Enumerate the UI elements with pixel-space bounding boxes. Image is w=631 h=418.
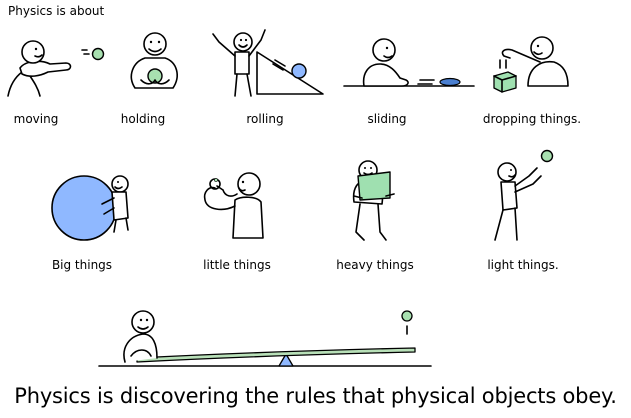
little-things-scene [203,172,264,239]
rolling-ball [291,63,307,79]
big-things-figure [101,175,129,233]
light-things-figure [494,162,542,241]
intro-heading: Physics is about [8,4,105,18]
holding-ball [147,68,163,84]
conclusion-caption: Physics is discovering the rules that ph… [14,384,617,408]
dropping-box [493,71,517,93]
holding-figure [130,32,178,89]
label-big: Big things [51,258,113,272]
dropping-figure [501,36,569,87]
rolling-figure [212,29,266,97]
seesaw-scene [98,310,432,367]
moving-scene [7,40,105,97]
rolling-scene [212,29,324,97]
seesaw-ball [401,310,413,322]
label-heavy: heavy things [336,258,414,272]
label-little: little things [203,258,271,272]
heavy-things-figure [352,160,395,241]
sliding-puck [439,77,461,87]
label-light: light things. [487,258,559,272]
rolling-ramp [256,51,324,95]
sliding-figure [362,38,409,87]
dropping-scene [493,36,569,93]
heavy-things-scene [352,160,395,241]
big-ball [51,175,117,241]
big-things-scene [51,175,129,241]
holding-scene [130,32,178,89]
seesaw-figure [123,310,158,363]
light-ball [540,149,554,163]
label-sliding: sliding [367,112,407,126]
sliding-scene [343,38,475,87]
label-dropping: dropping things. [482,112,582,126]
seesaw-fulcrum [278,353,294,367]
little-ball [214,178,218,182]
seesaw-plank [136,347,416,363]
heavy-box [357,171,391,201]
label-rolling: rolling [246,112,284,126]
label-moving: moving [13,112,59,126]
moving-figure [7,40,72,97]
little-things-figure [203,172,264,239]
light-things-scene [494,149,554,241]
moving-ball [91,47,105,61]
label-holding: holding [120,112,166,126]
